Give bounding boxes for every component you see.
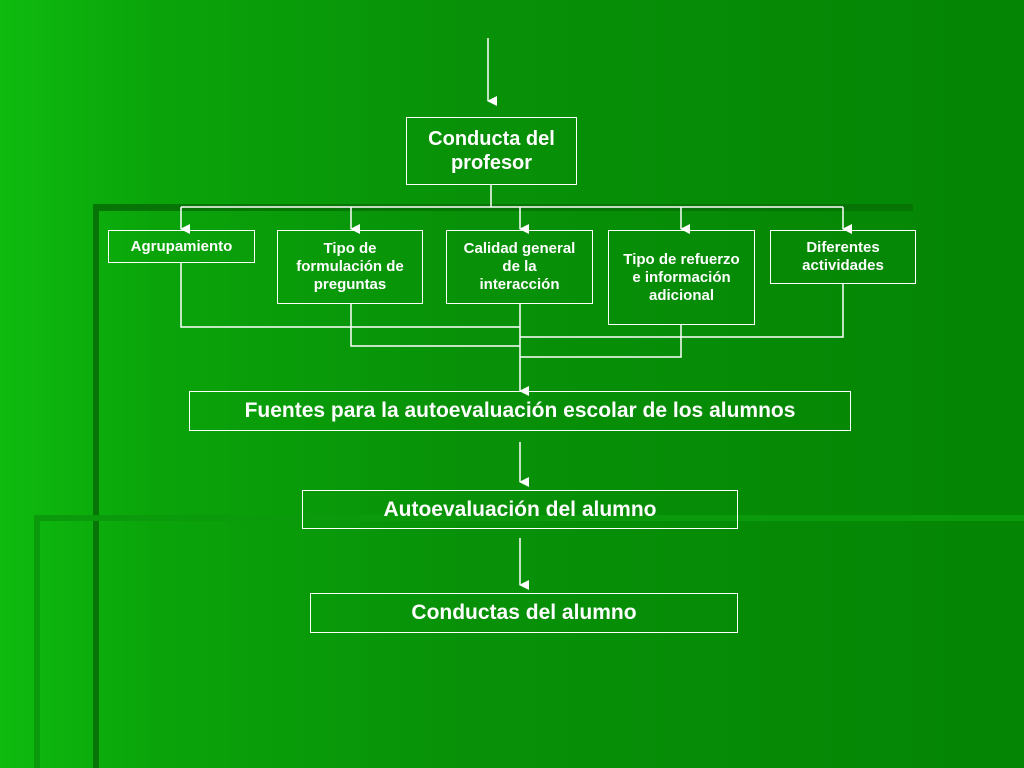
factor-actividades-node: Diferentes actividades — [770, 230, 916, 284]
factor-actividades-label: Diferentes actividades — [802, 239, 884, 274]
connector-refuerzo-collect — [520, 324, 682, 358]
autoevaluacion-alumno-label: Autoevaluación del alumno — [383, 497, 657, 521]
factor-calidad-node: Calidad general de la interacción — [446, 230, 593, 304]
conductas-alumno-label: Conductas del alumno — [411, 601, 637, 625]
decor-bar-left-lower — [34, 515, 40, 768]
factor-formulacion-label: Tipo de formulación de preguntas — [296, 240, 404, 293]
decor-bar-middle — [34, 515, 1024, 521]
autoevaluacion-alumno-node: Autoevaluación del alumno — [302, 490, 738, 529]
connector-actividades-collect — [520, 283, 844, 338]
conducta-profesor-label: Conducta del profesor — [428, 128, 555, 174]
connector-agrupamiento-collect — [180, 262, 520, 328]
fuentes-autoevaluacion-label: Fuentes para la autoevaluación escolar d… — [244, 399, 796, 423]
factor-formulacion-node: Tipo de formulación de preguntas — [277, 230, 423, 304]
conductas-alumno-node: Conductas del alumno — [310, 593, 738, 633]
fuentes-autoevaluacion-node: Fuentes para la autoevaluación escolar d… — [189, 391, 851, 431]
conducta-profesor-node: Conducta del profesor — [406, 117, 577, 185]
factor-refuerzo-node: Tipo de refuerzo e información adicional — [608, 230, 755, 325]
factor-agrupamiento-node: Agrupamiento — [108, 230, 255, 263]
connector-formulacion-collect — [350, 303, 520, 347]
decor-bar-left — [93, 204, 99, 768]
factor-calidad-label: Calidad general de la interacción — [463, 240, 576, 293]
factor-refuerzo-label: Tipo de refuerzo e información adicional — [623, 250, 740, 304]
factor-agrupamiento-label: Agrupamiento — [130, 237, 233, 255]
